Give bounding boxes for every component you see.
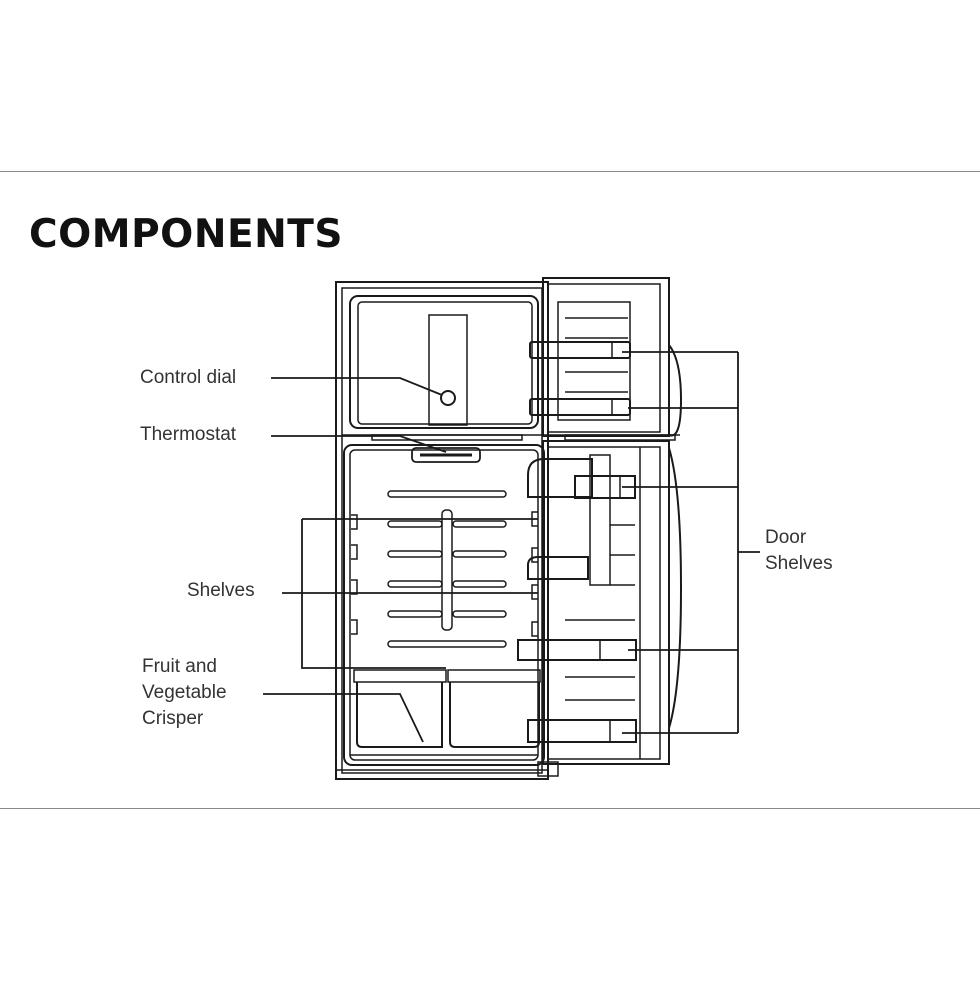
label-crisper-line1: Fruit and bbox=[142, 656, 217, 677]
label-door-shelves-line2: Shelves bbox=[765, 553, 833, 574]
crisper-leader bbox=[263, 693, 424, 743]
top-divider bbox=[0, 171, 980, 172]
freezer-door bbox=[529, 277, 683, 437]
fridge-compartment bbox=[343, 444, 545, 766]
label-thermostat: Thermostat bbox=[140, 424, 237, 445]
base-hinge bbox=[537, 761, 559, 777]
crisper-drawers bbox=[350, 669, 541, 756]
thermostat-housing bbox=[342, 434, 680, 463]
bottom-divider bbox=[0, 808, 980, 809]
shelves-bracket bbox=[301, 518, 538, 669]
control-dial-leader bbox=[271, 377, 443, 396]
leader-lines bbox=[263, 351, 760, 743]
label-crisper-line3: Crisper bbox=[142, 708, 204, 729]
label-door-shelves-line1: Door bbox=[765, 527, 807, 548]
label-crisper-line2: Vegetable bbox=[142, 682, 227, 703]
control-dial-knob bbox=[440, 390, 456, 406]
freezer-compartment bbox=[349, 295, 539, 429]
shelf-supports bbox=[351, 511, 538, 637]
door-shelves-bracket bbox=[622, 351, 760, 734]
shelf-ribs bbox=[387, 490, 507, 648]
label-shelves: Shelves bbox=[187, 580, 255, 601]
label-control-dial: Control dial bbox=[140, 367, 237, 388]
fridge-door bbox=[517, 440, 683, 765]
thermostat-leader bbox=[271, 435, 447, 453]
page-title: COMPONENTS bbox=[29, 212, 343, 257]
